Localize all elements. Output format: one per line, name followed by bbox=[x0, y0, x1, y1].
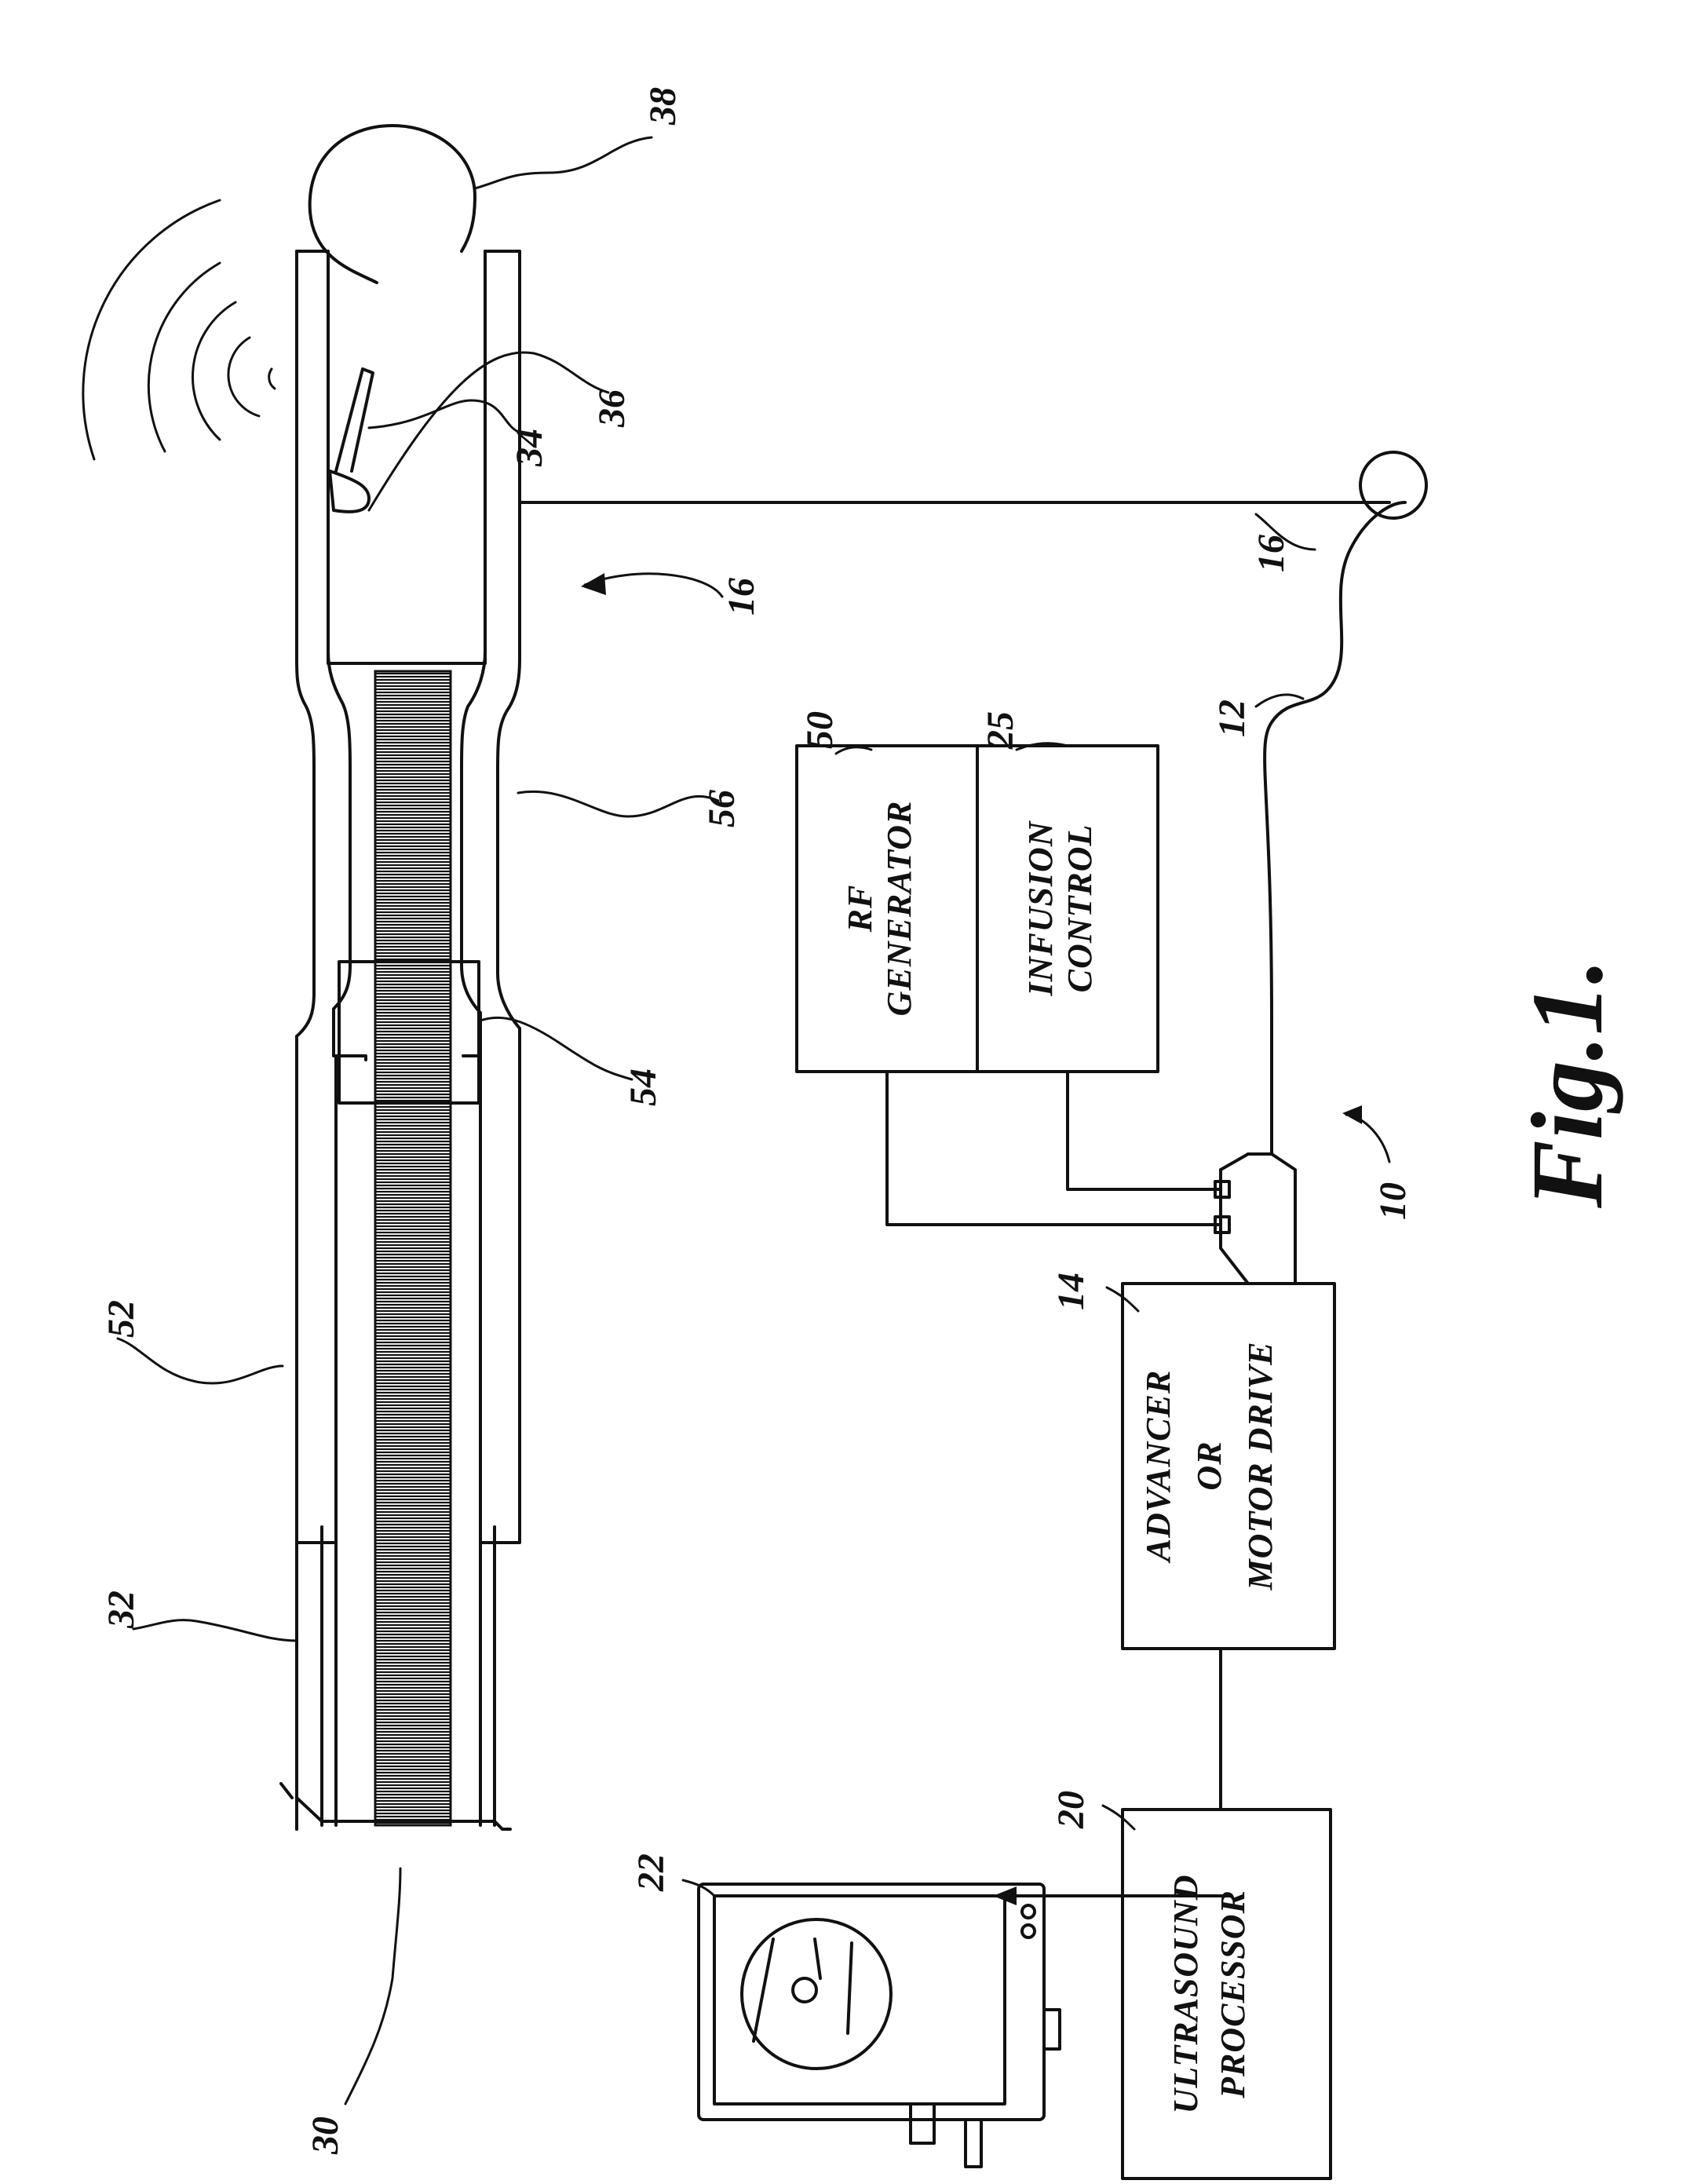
ref-16-a: 16 bbox=[721, 578, 762, 615]
ref-14: 14 bbox=[1050, 1273, 1092, 1310]
ref-50: 50 bbox=[799, 711, 841, 749]
advancer-label-2: OR bbox=[1190, 1441, 1228, 1490]
ref-52: 52 bbox=[100, 1300, 142, 1338]
ref-32: 32 bbox=[100, 1591, 142, 1629]
ref-22: 22 bbox=[630, 1853, 672, 1892]
ref-12: 12 bbox=[1211, 699, 1253, 737]
rf-generator-box: RF GENERATOR bbox=[797, 746, 977, 1072]
ref-34: 34 bbox=[509, 429, 550, 467]
ref-36: 36 bbox=[591, 389, 633, 428]
ref-30: 30 bbox=[305, 2116, 346, 2155]
advancer-label-3: MOTOR DRIVE bbox=[1241, 1341, 1280, 1591]
infusion-label-2: CONTROL bbox=[1061, 824, 1099, 993]
ultrasound-processor-box: ULTRASOUND PROCESSOR bbox=[1123, 1810, 1331, 2179]
ultrasound-waves bbox=[83, 200, 275, 459]
ref-25: 25 bbox=[980, 711, 1021, 750]
connector-16 bbox=[1360, 452, 1426, 518]
advancer-label-1: ADVANCER bbox=[1139, 1370, 1177, 1564]
infusion-label-1: INFUSION bbox=[1021, 820, 1060, 996]
transducer-housing bbox=[328, 251, 485, 663]
ref-54: 54 bbox=[622, 1068, 664, 1106]
ref-16-b: 16 bbox=[1250, 535, 1292, 572]
monitor bbox=[699, 1884, 1060, 2167]
ref-38: 38 bbox=[642, 87, 684, 126]
rf-label-2: GENERATOR bbox=[880, 801, 918, 1017]
wiring bbox=[887, 502, 1405, 1905]
catheter-assembly bbox=[83, 126, 1426, 1829]
processor-label-2: PROCESSOR bbox=[1214, 1890, 1252, 2099]
distal-tip bbox=[310, 126, 475, 283]
transducer-element bbox=[330, 471, 369, 512]
ref-10: 10 bbox=[1372, 1182, 1414, 1220]
infusion-control-box: INFUSION CONTROL bbox=[977, 746, 1158, 1072]
figure-title: Fig.1. bbox=[1511, 959, 1624, 1209]
advancer-box: ADVANCER OR MOTOR DRIVE bbox=[1123, 1284, 1334, 1649]
ref-56: 56 bbox=[701, 790, 743, 827]
rf-label-1: RF bbox=[841, 885, 879, 933]
drive-cable bbox=[375, 671, 451, 1825]
sheath-inner-upper bbox=[328, 251, 350, 1056]
processor-label-1: ULTRASOUND bbox=[1166, 1874, 1205, 2113]
ref-20: 20 bbox=[1050, 1791, 1092, 1829]
sheath-outer-upper bbox=[297, 251, 314, 1829]
